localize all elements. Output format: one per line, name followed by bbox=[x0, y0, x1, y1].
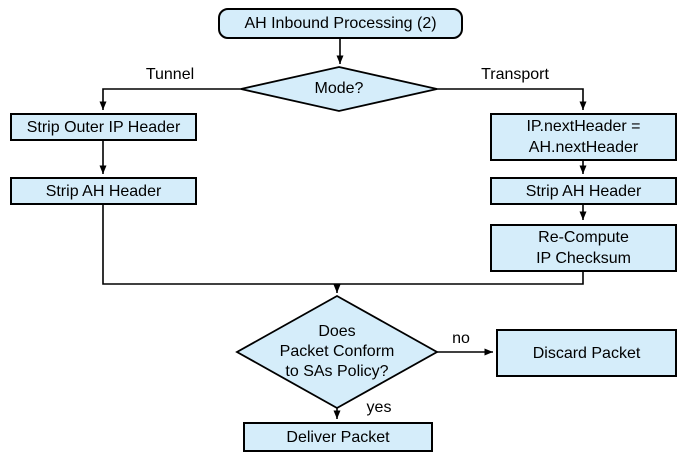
set-next-header-node: IP.nextHeader = AH.nextHeader bbox=[490, 113, 677, 161]
connector-merge-rail bbox=[102, 205, 584, 285]
set-next-header-line2: AH.nextHeader bbox=[528, 139, 639, 156]
set-next-header-line1: IP.nextHeader = bbox=[526, 118, 641, 135]
edge-label-yes: yes bbox=[366, 399, 392, 416]
strip-outer-ip-header-node: Strip Outer IP Header bbox=[10, 113, 197, 141]
mode-decision-diamond bbox=[240, 66, 438, 112]
connector-mode-to-strip-outer-ip bbox=[99, 88, 241, 110]
strip-ah-header-transport-node: Strip AH Header bbox=[490, 177, 677, 205]
edge-label-no: no bbox=[452, 330, 470, 347]
strip-outer-ip-header-label: Strip Outer IP Header bbox=[26, 118, 181, 136]
edge-label-transport: Transport bbox=[481, 66, 549, 83]
recompute-checksum-node: Re-Compute IP Checksum bbox=[490, 224, 677, 272]
start-node: AH Inbound Processing (2) bbox=[218, 8, 463, 39]
start-node-label: AH Inbound Processing (2) bbox=[244, 15, 437, 32]
deliver-packet-label: Deliver Packet bbox=[286, 428, 390, 446]
strip-ah-header-tunnel-label: Strip AH Header bbox=[45, 182, 162, 200]
strip-ah-header-transport-label: Strip AH Header bbox=[525, 182, 642, 200]
recompute-checksum-line1: Re-Compute bbox=[538, 229, 629, 246]
strip-ah-header-tunnel-node: Strip AH Header bbox=[10, 177, 197, 205]
edge-label-tunnel: Tunnel bbox=[145, 66, 195, 83]
discard-packet-label: Discard Packet bbox=[532, 344, 641, 362]
discard-packet-node: Discard Packet bbox=[496, 329, 677, 377]
policy-decision-diamond bbox=[235, 294, 439, 410]
connector-mode-to-set-next-header bbox=[437, 88, 587, 110]
deliver-packet-node: Deliver Packet bbox=[243, 422, 433, 452]
recompute-checksum-line2: IP Checksum bbox=[536, 250, 631, 267]
